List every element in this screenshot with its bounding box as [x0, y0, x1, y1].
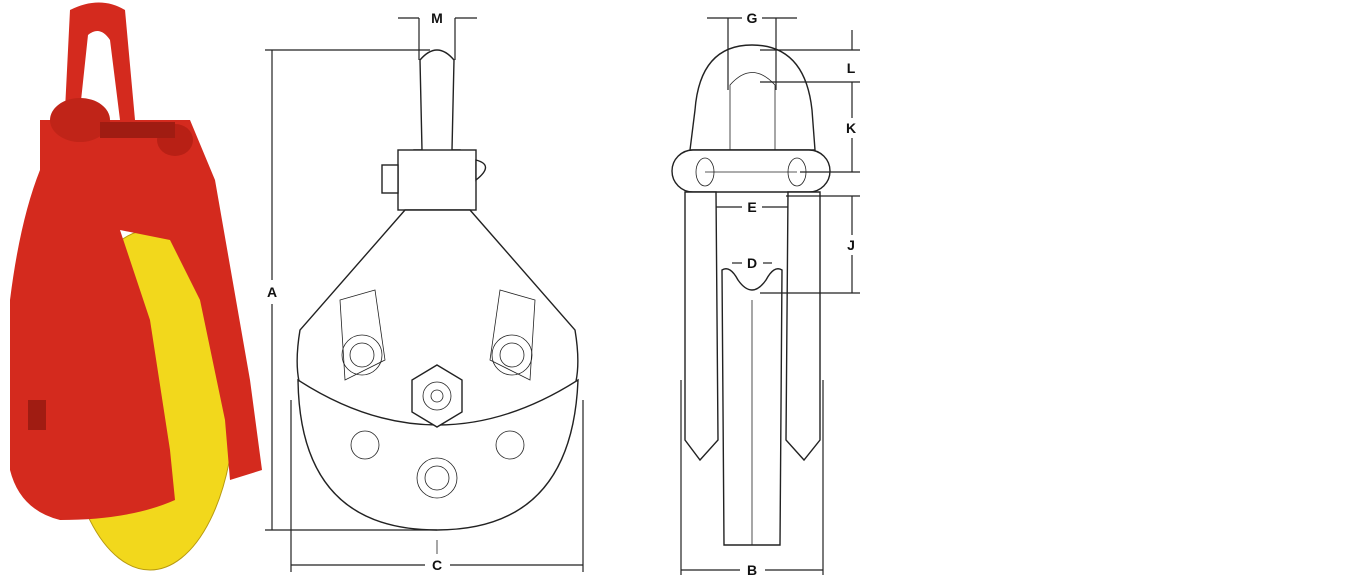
- dim-label-j: J: [847, 237, 855, 253]
- dim-label-d: D: [747, 255, 757, 271]
- dim-label-k: K: [846, 120, 856, 136]
- dim-label-m: M: [431, 10, 443, 26]
- dim-label-e: E: [747, 199, 756, 215]
- dim-label-a: A: [267, 284, 277, 300]
- dim-label-l: L: [847, 60, 856, 76]
- dim-label-c: C: [432, 557, 442, 573]
- dim-label-g: G: [747, 10, 758, 26]
- dim-label-b: B: [747, 562, 757, 578]
- side-dimensions: [680, 17, 860, 575]
- front-dimensions: [265, 17, 584, 572]
- side-view: [671, 44, 831, 546]
- front-view: [296, 49, 579, 554]
- product-photo: [10, 2, 262, 571]
